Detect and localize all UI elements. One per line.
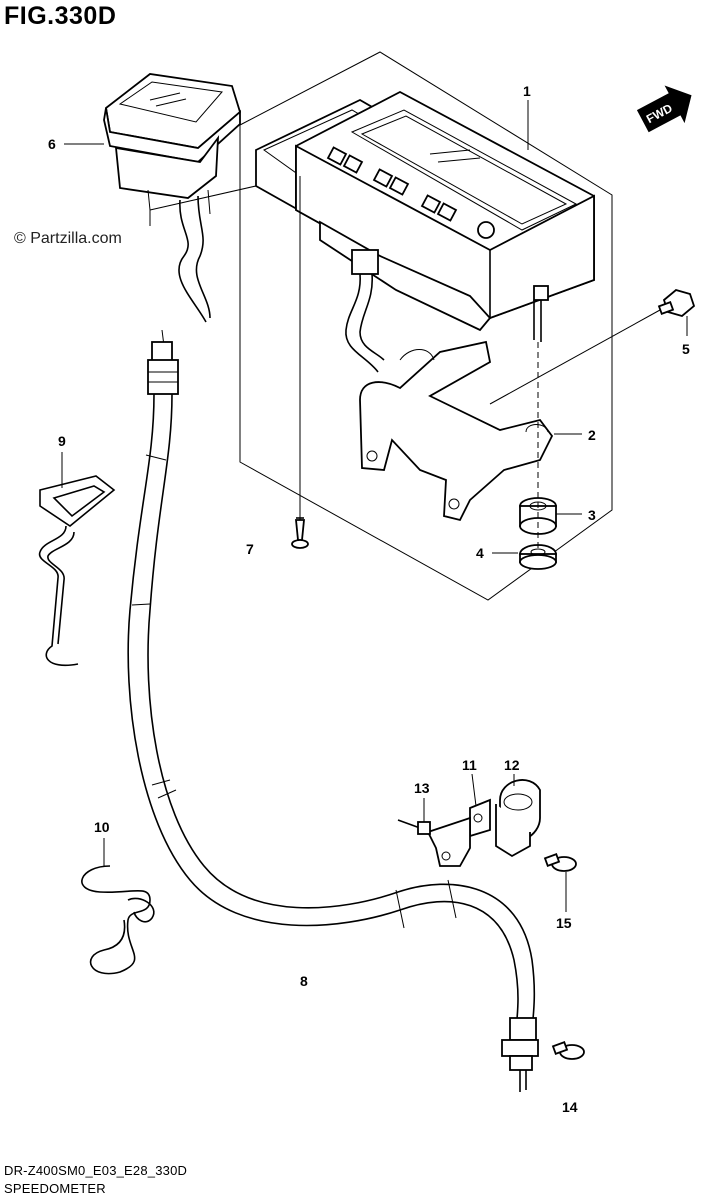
- callout-6: 6: [48, 136, 56, 152]
- figure-title: FIG.330D: [4, 2, 117, 30]
- part-13-pin[interactable]: [397, 819, 431, 835]
- footer-code: DR-Z400SM0_E03_E28_330D: [4, 1163, 188, 1178]
- part-7-screw[interactable]: [291, 176, 309, 549]
- leader-lines: [61, 100, 688, 912]
- part-4-collar[interactable]: [519, 544, 557, 570]
- part-10-clip[interactable]: [81, 865, 155, 975]
- callout-15: 15: [556, 915, 572, 931]
- part-2-bracket[interactable]: [359, 340, 554, 522]
- footer-name: SPEEDOMETER: [4, 1181, 106, 1196]
- callout-9: 9: [58, 433, 66, 449]
- callout-8: 8: [300, 973, 308, 989]
- callout-3: 3: [588, 507, 596, 523]
- callout-4: 4: [476, 545, 484, 561]
- part-6-coupler[interactable]: [103, 73, 301, 323]
- callout-13: 13: [414, 780, 430, 796]
- callout-2: 2: [588, 427, 596, 443]
- part-15-screw[interactable]: [543, 853, 577, 872]
- callout-5: 5: [682, 341, 690, 357]
- part-11-plate[interactable]: [426, 798, 491, 867]
- callout-7: 7: [246, 541, 254, 557]
- part-1-speedometer[interactable]: [255, 90, 595, 373]
- part-5-bolt[interactable]: [489, 289, 696, 405]
- callout-12: 12: [504, 757, 520, 773]
- watermark: © Partzilla.com: [14, 230, 122, 247]
- callout-11: 11: [462, 757, 477, 773]
- assembly-outline: [239, 51, 613, 601]
- part-12-clamp[interactable]: [495, 779, 541, 858]
- callout-1: 1: [523, 83, 531, 99]
- callout-10: 10: [94, 819, 110, 835]
- part-9-clip[interactable]: [38, 475, 116, 667]
- part-14-screw[interactable]: [551, 1041, 585, 1060]
- callout-14: 14: [562, 1099, 578, 1115]
- part-8-cable[interactable]: [127, 329, 539, 1092]
- fwd-arrow-icon: FWD: [636, 85, 692, 133]
- callout-labels: 1 2 3 4 5 6 7 8 9 10 11 12 13 14 15: [48, 83, 690, 1115]
